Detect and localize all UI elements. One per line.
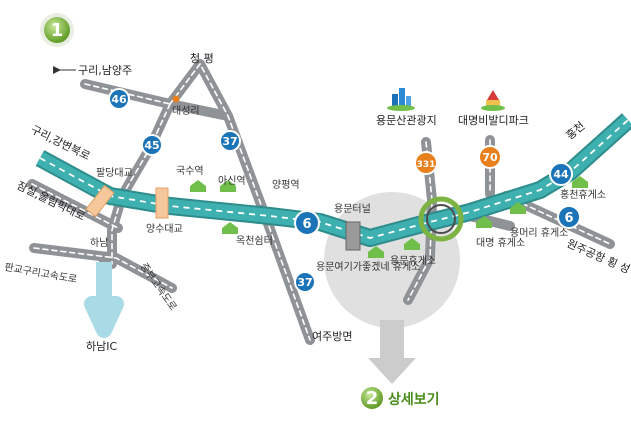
detail-view-link[interactable]: 2 상세보기 [361, 387, 440, 409]
route-70-shield: 70 [478, 145, 502, 169]
svg-text:44: 44 [553, 168, 569, 181]
label-yongmeori-rest: 용머리 휴게소 [510, 227, 568, 239]
svg-text:331: 331 [417, 160, 436, 170]
label-guri-gangbyeon: 구리,강변북로 [29, 123, 92, 163]
label-yangsu-bridge: 양수대교 [146, 223, 183, 235]
label-yongmun-yeogi-rest: 용문여기가좋겠네 휴게소 [316, 261, 420, 273]
expressway [35, 113, 631, 247]
route-45-shield: 45 [141, 134, 163, 156]
label-yongmunsan: 용문산관광지 [376, 114, 437, 127]
label-yongmun-tunnel: 용문터널 [334, 203, 371, 215]
yongmunsan-icon [387, 88, 415, 111]
vivaldi-park-icon [481, 90, 505, 111]
label-asin: 아신역 [218, 175, 246, 187]
hanam-ic-arrow-icon [84, 262, 124, 338]
step-1-badge: 1 [40, 13, 74, 47]
label-guri-namyangju: 구리,남양주 [78, 64, 132, 77]
svg-text:상세보기: 상세보기 [388, 392, 440, 408]
route-37-shield-south: 37 [294, 271, 316, 293]
svg-text:70: 70 [482, 151, 498, 164]
svg-text:6: 6 [302, 217, 311, 232]
daeseongri-dot [172, 95, 180, 103]
interchange-ring [418, 196, 464, 242]
label-hongcheon: 홍천 [563, 119, 588, 143]
label-vivaldi-park: 대명비발디파크 [458, 114, 529, 127]
label-hanam-ic: 하남IC [86, 339, 117, 353]
tunnel-marker [345, 221, 361, 251]
label-yongmun-rest: 용문휴게소 [390, 255, 436, 267]
label-guksu: 국수역 [176, 165, 204, 177]
label-yeoju-bangmyeon: 여주방면 [312, 330, 352, 343]
rest-area-icons [190, 176, 588, 258]
svg-text:1: 1 [51, 20, 64, 41]
yangsu-bridge-marker [155, 187, 169, 219]
label-daeseongri: 대성리 [172, 105, 200, 117]
label-hongcheon-rest: 홍천휴게소 [560, 188, 606, 201]
label-hanam: 하남 [90, 236, 108, 249]
detail-arrow-icon [368, 320, 416, 384]
svg-text:45: 45 [144, 139, 159, 152]
label-paldang-bridge: 팔당대교 [96, 167, 133, 179]
label-cheongpyeong: 청 평 [190, 52, 214, 65]
route-37-shield-north: 37 [219, 130, 241, 152]
route-46-shield: 46 [108, 88, 130, 110]
label-daemyeong-rest: 대명 휴게소 [476, 237, 525, 249]
svg-text:6: 6 [564, 211, 573, 226]
svg-text:37: 37 [297, 276, 312, 289]
paldang-bridge-marker [85, 184, 115, 218]
label-yangpyeong: 양평역 [272, 179, 300, 191]
label-okcheon-rest: 옥천쉼터 [236, 235, 273, 247]
route-331-shield: 331 [414, 151, 438, 175]
route-6-shield-west: 6 [294, 210, 320, 236]
label-pangyo-guri: 판교구리고속도로 [3, 261, 78, 286]
route-44-shield: 44 [549, 162, 573, 186]
svg-text:37: 37 [222, 135, 237, 148]
svg-text:2: 2 [366, 388, 379, 409]
route-shields: 46 45 37 6 37 331 70 44 [108, 88, 581, 293]
svg-text:46: 46 [111, 93, 127, 106]
route-6-shield-east: 6 [557, 205, 581, 229]
